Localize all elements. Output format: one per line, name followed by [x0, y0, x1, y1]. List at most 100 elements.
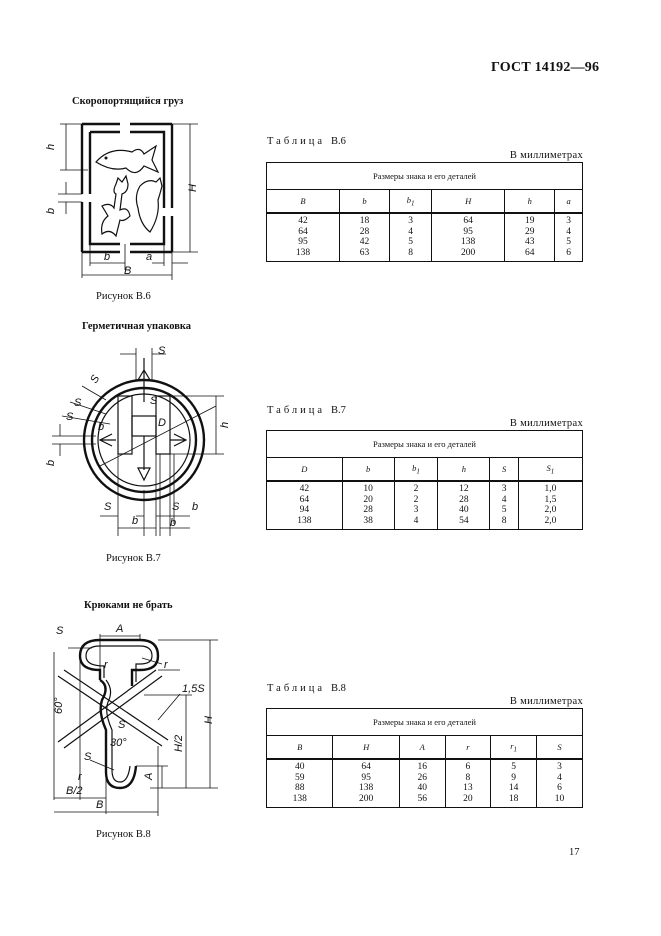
table-number: В.6 — [331, 136, 346, 147]
svg-text:b: b — [98, 421, 104, 433]
column-header: H — [332, 735, 400, 760]
svg-text:S: S — [84, 751, 92, 763]
svg-text:b: b — [192, 501, 198, 513]
column-header: H — [431, 189, 506, 214]
svg-text:S: S — [158, 345, 166, 357]
column-header: B — [265, 735, 334, 760]
column-header: h — [437, 457, 491, 482]
column-header: S1 — [517, 457, 584, 482]
svg-text:S: S — [118, 719, 126, 731]
table-b8: Размеры знака и его деталей B H A r r1 S… — [265, 708, 583, 808]
svg-text:S: S — [74, 397, 82, 409]
svg-text:D: D — [158, 417, 166, 429]
table-b7-label: Таблица В.7 — [267, 405, 346, 416]
table-caption: Размеры знака и его деталей — [266, 430, 583, 458]
table-b6-label: Таблица В.6 — [267, 136, 346, 147]
svg-text:S: S — [104, 501, 112, 513]
table-b7: Размеры знака и его деталей D b b1 h S S… — [266, 430, 584, 530]
svg-text:r: r — [164, 659, 169, 671]
svg-text:S: S — [172, 501, 180, 513]
svg-text:H/2: H/2 — [173, 735, 185, 752]
svg-text:A: A — [143, 773, 155, 781]
column-header: D — [266, 457, 343, 482]
figure-b7-drawing: S S S S b S D h b S S b b b — [45, 345, 231, 536]
svg-text:b: b — [170, 517, 176, 529]
table-b6: Размеры знака и его деталей B b b1 H h a… — [266, 162, 583, 262]
svg-text:S: S — [66, 411, 74, 423]
svg-text:r: r — [104, 659, 109, 671]
column-header: B — [266, 189, 340, 214]
svg-text:b: b — [45, 460, 57, 466]
table-b6-units: В миллиметрах — [509, 150, 583, 161]
svg-text:h: h — [45, 144, 57, 150]
table-number: В.8 — [331, 683, 346, 694]
table-label-text: Таблица — [267, 136, 326, 147]
svg-text:S: S — [56, 625, 64, 637]
table-b8-units: В миллиметрах — [509, 696, 583, 707]
svg-text:B/2: B/2 — [66, 785, 83, 797]
table-number: В.7 — [331, 405, 346, 416]
table-b8-label: Таблица В.8 — [267, 683, 346, 694]
svg-text:S: S — [150, 395, 158, 407]
column-header: b1 — [389, 189, 433, 214]
svg-text:A: A — [115, 623, 123, 635]
figure-b6-caption: Рисунок В.6 — [96, 291, 151, 302]
column-header: b — [341, 457, 395, 482]
figure-b7-caption: Рисунок В.7 — [106, 553, 161, 564]
svg-text:r: r — [78, 771, 83, 783]
column-header: A — [398, 735, 446, 760]
figure-b7-title: Герметичная упаковка — [82, 321, 192, 332]
svg-text:B: B — [96, 799, 103, 811]
svg-text:1,5S: 1,5S — [182, 683, 205, 695]
figure-b6-title: Скоропортящийся груз — [72, 96, 184, 107]
svg-text:60°: 60° — [53, 697, 65, 714]
figure-b8-caption: Рисунок В.8 — [96, 829, 151, 840]
column-header: a — [554, 189, 583, 214]
svg-text:a: a — [146, 251, 152, 263]
svg-text:b: b — [45, 208, 57, 214]
column-header: r1 — [490, 735, 537, 760]
column-header: h — [504, 189, 556, 214]
svg-text:30°: 30° — [110, 737, 127, 749]
svg-text:b: b — [132, 515, 138, 527]
column-header: S — [489, 457, 519, 482]
svg-text:S: S — [88, 373, 102, 386]
column-header: S — [536, 735, 583, 760]
table-caption: Размеры знака и его деталей — [266, 162, 583, 190]
table-b7-units: В миллиметрах — [509, 418, 583, 429]
standard-designation: ГОСТ 14192—96 — [491, 60, 600, 75]
table-caption: Размеры знака и его деталей — [266, 708, 583, 736]
column-header: b — [338, 189, 391, 214]
figure-b6-drawing: h b H b a B — [45, 122, 199, 280]
svg-text:h: h — [219, 422, 231, 428]
table-label-text: Таблица — [267, 405, 326, 416]
table-label-text: Таблица — [267, 683, 326, 694]
svg-text:H: H — [203, 716, 215, 724]
figure-b8-title: Крюками не брать — [84, 600, 173, 611]
column-header: r — [444, 735, 492, 760]
svg-text:b: b — [104, 251, 110, 263]
svg-text:H: H — [187, 184, 199, 192]
svg-text:B: B — [124, 265, 131, 277]
figure-b8-drawing: S A r r 1,5S 60° S 30° S r A H/2 H B/2 B — [53, 623, 218, 816]
